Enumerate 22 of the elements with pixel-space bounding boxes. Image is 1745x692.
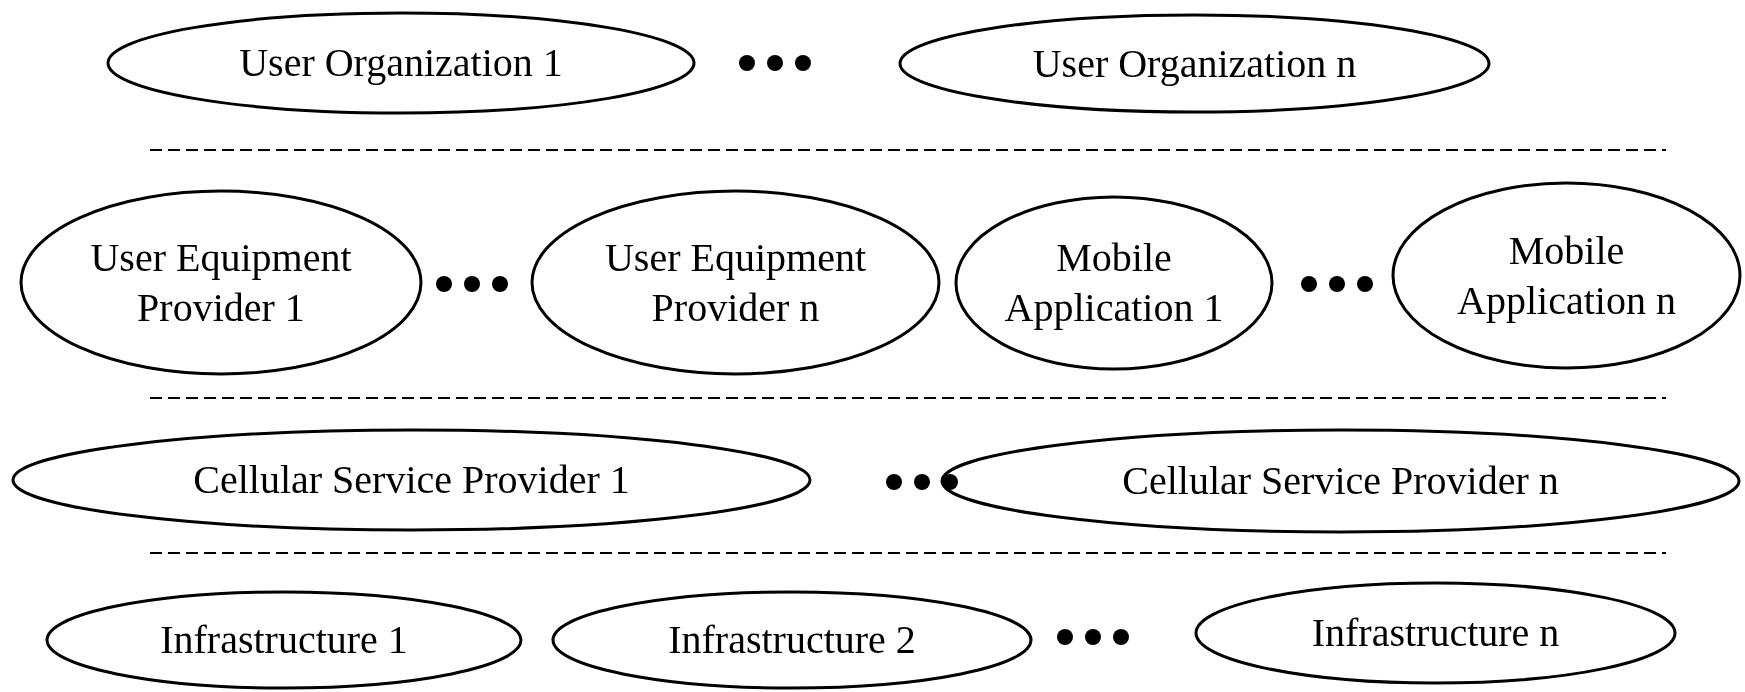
node-label: Cellular Service Provider n <box>1122 457 1559 505</box>
ellipse-node <box>19 189 423 376</box>
node-label: User Equipment Provider 1 <box>89 233 353 332</box>
node-label: User Organization n <box>1032 39 1357 88</box>
node-label: Cellular Service Provider 1 <box>193 456 630 504</box>
ellipse-node <box>1391 181 1742 370</box>
ellipse-node <box>954 195 1274 371</box>
node-label: User Organization 1 <box>239 39 563 87</box>
node-label: Infrastructure 1 <box>160 616 408 664</box>
node-label: Infrastructure n <box>1311 609 1560 657</box>
ellipse-node <box>898 13 1491 114</box>
ellipse-node <box>106 11 696 115</box>
node-label: Mobile Application 1 <box>1003 234 1225 332</box>
ellipse-node <box>530 189 941 376</box>
ellipse-node <box>1194 581 1677 685</box>
node-label: Mobile Application n <box>1456 226 1677 325</box>
ellipse-node <box>940 428 1741 534</box>
ellipse-node <box>45 590 523 690</box>
ellipse-node <box>11 428 812 532</box>
node-label: User Equipment Provider n <box>603 233 868 332</box>
ellipse-node <box>551 590 1033 690</box>
node-label: Infrastructure 2 <box>668 616 916 664</box>
